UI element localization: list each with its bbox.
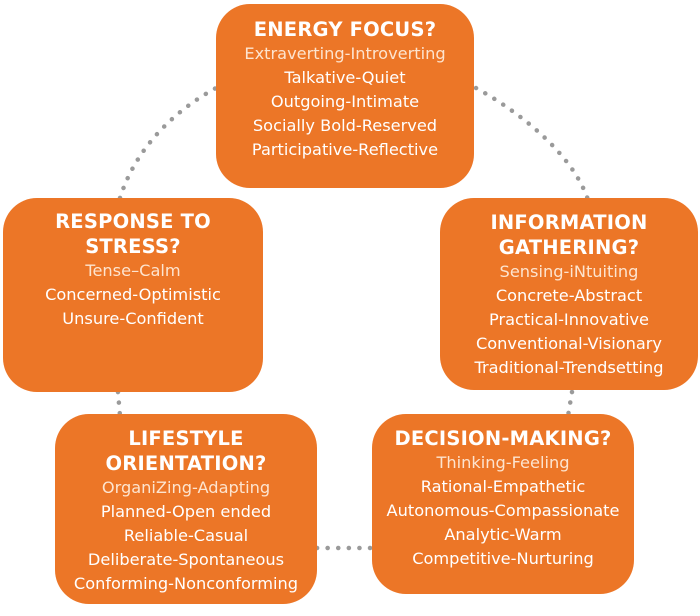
decision-making-item: Rational-Empathetic: [420, 477, 586, 496]
connector-energy-to-info: [473, 85, 591, 203]
lifestyle-orientation-item: Deliberate-Spontaneous: [87, 550, 285, 569]
response-to-stress-list: Tense–Calm Concerned-Optimistic Unsure-C…: [3, 259, 263, 331]
energy-focus-item: Extraverting-Introverting: [244, 44, 446, 63]
decision-making-item: Competitive-Nurturing: [412, 549, 594, 568]
decision-making-box: DECISION-MAKING? Thinking-Feeling Ration…: [372, 414, 634, 594]
lifestyle-orientation-item: OrganiZing-Adapting: [101, 478, 271, 497]
lifestyle-orientation-list: OrganiZing-Adapting Planned-Open ended R…: [55, 476, 317, 596]
energy-focus-item: Participative-Reflective: [251, 140, 439, 159]
energy-focus-item: Talkative-Quiet: [284, 68, 406, 87]
decision-making-item: Analytic-Warm: [444, 525, 562, 544]
information-gathering-title-line2: GATHERING?: [498, 236, 640, 259]
connector-info-to-decision: [565, 389, 575, 419]
response-to-stress-box: RESPONSE TO STRESS? Tense–Calm Concerned…: [3, 198, 263, 392]
lifestyle-orientation-item: Planned-Open ended: [100, 502, 272, 521]
energy-focus-list: Extraverting-Introverting Talkative-Quie…: [216, 42, 474, 162]
energy-focus-title: ENERGY FOCUS?: [253, 18, 437, 41]
information-gathering-item: Concrete-Abstract: [495, 286, 643, 305]
information-gathering-box: INFORMATION GATHERING? Sensing-iNtuiting…: [440, 198, 698, 390]
response-to-stress-item: Concerned-Optimistic: [45, 285, 221, 304]
response-to-stress-title-line2: STRESS?: [85, 235, 181, 258]
information-gathering-item: Practical-Innovative: [488, 310, 650, 329]
decision-making-item: Thinking-Feeling: [436, 453, 570, 472]
decision-making-list: Thinking-Feeling Rational-Empathetic Aut…: [372, 451, 634, 571]
lifestyle-orientation-title-line1: LIFESTYLE: [128, 427, 244, 450]
decision-making-item: Autonomous-Compassionate: [386, 501, 620, 520]
energy-focus-item: Outgoing-Intimate: [270, 92, 420, 111]
information-gathering-item: Traditional-Trendsetting: [474, 358, 664, 377]
lifestyle-orientation-title-line2: ORIENTATION?: [105, 452, 267, 475]
information-gathering-item: Sensing-iNtuiting: [499, 262, 639, 281]
information-gathering-title-line1: INFORMATION: [490, 211, 648, 234]
information-gathering-list: Sensing-iNtuiting Concrete-Abstract Prac…: [440, 260, 698, 380]
lifestyle-orientation-item: Conforming-Nonconforming: [73, 574, 299, 593]
information-gathering-item: Conventional-Visionary: [475, 334, 663, 353]
connector-lifestyle-to-stress: [115, 389, 123, 419]
response-to-stress-title-line1: RESPONSE TO: [55, 210, 211, 233]
lifestyle-orientation-item: Reliable-Casual: [123, 526, 249, 545]
response-to-stress-item: Unsure-Confident: [62, 309, 204, 328]
connector-stress-to-energy: [117, 85, 219, 201]
energy-focus-box: ENERGY FOCUS? Extraverting-Introverting …: [216, 4, 474, 188]
energy-focus-item: Socially Bold-Reserved: [252, 116, 438, 135]
decision-making-title: DECISION-MAKING?: [394, 427, 612, 450]
lifestyle-orientation-box: LIFESTYLE ORIENTATION? OrganiZing-Adapti…: [55, 414, 317, 604]
response-to-stress-item: Tense–Calm: [85, 261, 181, 280]
